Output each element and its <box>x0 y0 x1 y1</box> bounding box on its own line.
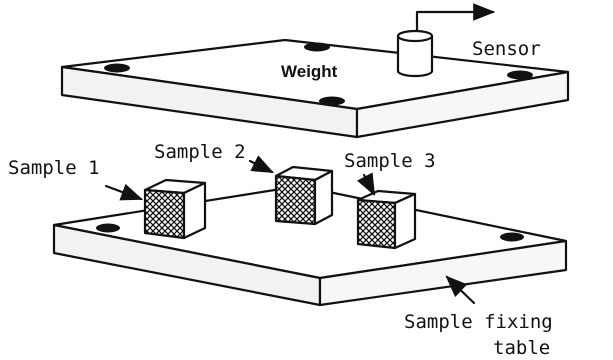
sample-3-label: Sample 3 <box>344 150 436 172</box>
sample-2-block <box>274 165 334 226</box>
weight-label: Weight <box>281 62 338 81</box>
sample-1-leader <box>104 183 144 201</box>
sample-3-leader <box>356 172 376 196</box>
sensor-cylinder <box>396 29 434 78</box>
sensor-signal-line <box>415 3 496 33</box>
table-label-line2: table <box>493 337 550 359</box>
sample-1-label: Sample 1 <box>8 157 100 179</box>
weight-plate <box>60 38 570 139</box>
sample-2-leader <box>248 155 274 174</box>
sample-3-block <box>356 189 417 250</box>
sensor-label: Sensor <box>472 38 541 60</box>
table-leader <box>445 275 476 305</box>
weight-plate-holes <box>104 42 533 106</box>
table-label-line1: Sample fixing <box>404 311 553 333</box>
table-holes <box>96 223 524 242</box>
sample-2-label: Sample 2 <box>154 141 246 163</box>
sample-1-block <box>143 178 207 240</box>
